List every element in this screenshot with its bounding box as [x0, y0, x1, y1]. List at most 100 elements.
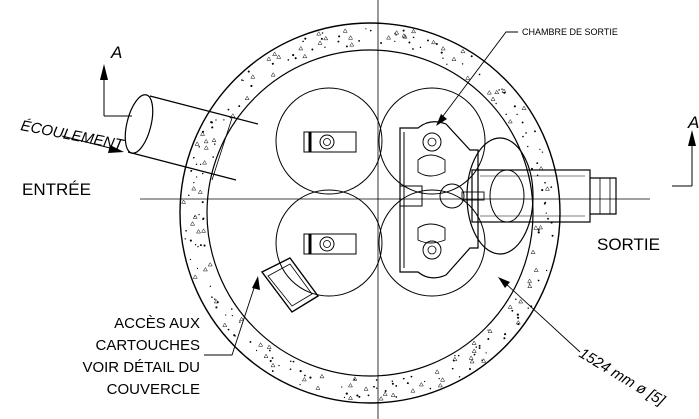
stipple-mark	[536, 162, 539, 165]
stipple-mark	[418, 381, 424, 387]
stipple-mark	[323, 35, 329, 41]
stipple-mark	[276, 54, 282, 59]
stipple-mark	[203, 138, 209, 144]
stipple-mark	[446, 63, 448, 65]
stipple-mark	[211, 137, 217, 142]
stipple-mark	[211, 126, 214, 129]
stipple-mark	[485, 352, 487, 354]
stipple-mark	[287, 59, 290, 61]
stipple-mark	[202, 130, 205, 133]
stipple-mark	[213, 298, 219, 304]
stipple-mark	[299, 369, 302, 373]
stipple-mark	[516, 313, 519, 316]
stipple-mark	[395, 385, 398, 387]
stipple-mark	[469, 358, 475, 364]
stipple-mark	[320, 37, 323, 40]
access-hatch	[260, 257, 320, 313]
stipple-mark	[460, 48, 466, 54]
stipple-mark	[507, 118, 513, 124]
stipple-mark	[298, 45, 304, 51]
stipple-mark	[539, 148, 541, 150]
cartridge-head-top-left	[303, 131, 357, 153]
stipple-mark	[223, 119, 225, 121]
stipple-mark	[230, 308, 233, 310]
stipple-mark	[537, 279, 540, 282]
leader-lines	[204, 31, 581, 356]
stipple-mark	[192, 214, 198, 219]
stipple-mark	[258, 342, 264, 347]
stipple-mark	[386, 35, 392, 40]
stipple-mark	[402, 34, 408, 39]
stipple-mark	[203, 145, 209, 150]
stipple-mark	[321, 32, 324, 34]
outlet-chamber-label: CHAMBRE DE SORTIE	[522, 27, 618, 37]
inlet-pipe	[124, 94, 259, 181]
inlet-label: ENTRÉE	[22, 180, 91, 199]
stipple-mark	[358, 40, 360, 42]
stipple-mark	[375, 387, 378, 389]
access-note-line-4: COUVERCLE	[107, 381, 200, 398]
stipple-mark	[302, 40, 304, 43]
stipple-mark	[536, 174, 539, 177]
stipple-mark	[498, 89, 500, 91]
stipple-mark	[227, 328, 230, 331]
stipple-mark	[369, 29, 372, 32]
stipple-mark	[380, 42, 383, 44]
stipple-mark	[193, 181, 195, 184]
stipple-mark	[207, 262, 213, 267]
stipple-mark	[348, 382, 353, 388]
stipple-mark	[382, 391, 388, 396]
stipple-mark	[194, 141, 200, 146]
stipple-mark	[522, 135, 524, 138]
stipple-mark	[193, 156, 195, 159]
stipple-mark	[411, 28, 416, 34]
stipple-mark	[352, 376, 358, 381]
stipple-mark	[301, 376, 307, 382]
stipple-mark	[545, 186, 550, 191]
stipple-mark	[271, 62, 274, 65]
outlet-label: SORTIE	[597, 235, 660, 254]
stipple-mark	[533, 225, 539, 230]
stipple-mark	[210, 121, 213, 124]
stipple-mark	[199, 163, 202, 165]
stipple-mark	[200, 131, 205, 136]
stipple-mark	[299, 384, 301, 386]
stipple-mark	[545, 269, 548, 272]
access-note: ACCÈS AUX CARTOUCHES VOIR DÉTAIL DU COUV…	[82, 315, 200, 398]
stipple-mark	[395, 34, 397, 36]
stipple-mark	[440, 377, 446, 382]
stipple-mark	[194, 215, 196, 217]
stipple-mark	[269, 359, 272, 362]
stipple-mark	[478, 73, 481, 76]
stipple-mark	[270, 72, 276, 77]
stipple-mark	[412, 36, 415, 39]
stipple-mark	[391, 380, 394, 382]
stipple-mark	[408, 41, 411, 44]
cartridge-head-bottom-left	[303, 233, 357, 255]
stipple-mark	[503, 91, 506, 94]
stipple-mark	[394, 30, 400, 35]
stipple-mark	[181, 199, 187, 204]
stipple-mark	[481, 358, 487, 363]
stipple-mark	[471, 348, 477, 353]
stipple-mark	[294, 57, 297, 60]
cartridge-circles	[275, 87, 486, 297]
stipple-mark	[533, 267, 539, 272]
stipple-mark	[551, 234, 554, 237]
access-note-line-1: ACCÈS AUX	[114, 315, 200, 332]
stipple-mark	[215, 306, 218, 309]
stipple-mark	[401, 33, 407, 38]
stipple-mark	[503, 337, 506, 340]
stipple-mark	[487, 338, 490, 340]
stipple-mark	[358, 395, 361, 398]
stipple-mark	[190, 221, 195, 226]
stipple-mark	[278, 364, 280, 367]
stipple-mark	[241, 79, 243, 81]
stipple-mark	[195, 176, 198, 178]
stipple-mark	[475, 346, 478, 348]
stipple-mark	[192, 274, 198, 279]
stipple-mark	[457, 354, 460, 357]
stipple-mark	[266, 344, 272, 349]
outlet-pipe	[466, 137, 617, 255]
stipple-mark	[527, 278, 533, 283]
